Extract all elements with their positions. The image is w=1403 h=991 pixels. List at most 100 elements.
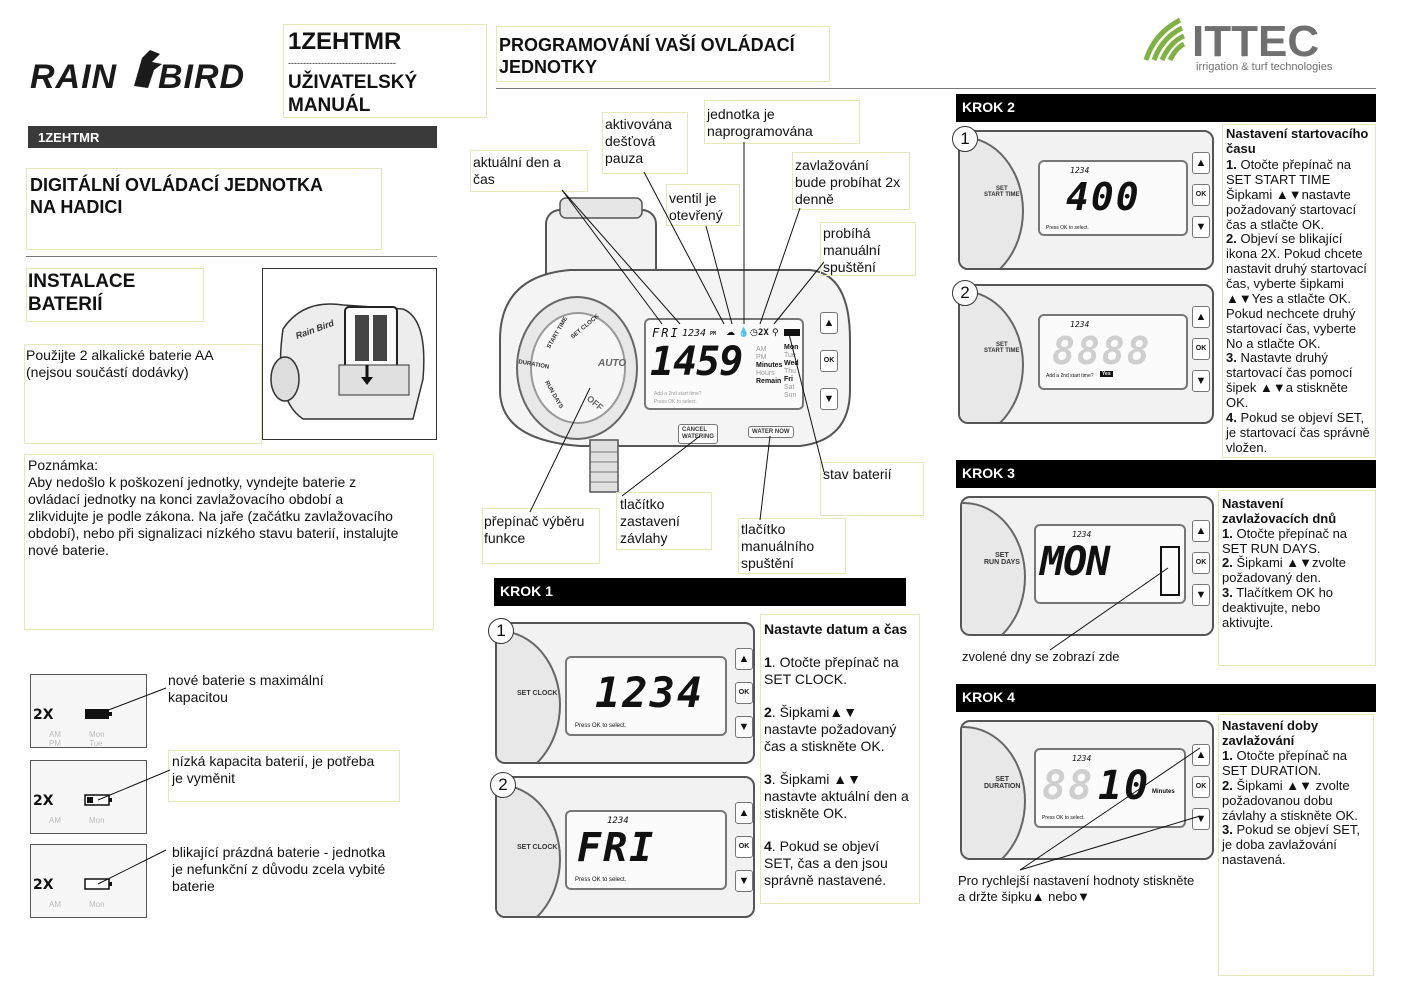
lcd-hint-2nd: Add a 2nd start time? <box>654 391 702 397</box>
krok2-s2-up[interactable]: ▲ <box>1192 306 1210 328</box>
krok1-s2-down[interactable]: ▼ <box>735 870 753 892</box>
krok2-s2-yes[interactable]: Yes <box>1100 371 1113 377</box>
krok1-s1-up[interactable]: ▲ <box>735 648 753 670</box>
krok3-step-1: 1. Otočte přepínač na SET RUN DAYS. <box>1222 526 1347 556</box>
krok3-caption: zvolené dny se zobrazí zde <box>962 649 1120 664</box>
krok2-step-1-text: Otočte přepínač na SET START TIME Šipkam… <box>1226 157 1357 232</box>
krok2-s1-up[interactable]: ▲ <box>1192 152 1210 174</box>
program-title-box <box>496 26 830 82</box>
battery-pointer-lines <box>97 687 171 885</box>
ok-button[interactable]: OK <box>820 350 838 372</box>
krok2-s1-clock: 1234 <box>1070 166 1090 175</box>
svg-text:RAIN: RAIN <box>30 58 118 96</box>
callout-valve-open: ventil je otevřený <box>669 190 723 223</box>
krok2-step-1-num: 1. <box>1226 157 1237 172</box>
krok2-step-4-num: 4. <box>1226 410 1237 425</box>
krok1-s1-down[interactable]: ▼ <box>735 716 753 738</box>
krok3-label: SET RUN DAYS <box>984 552 1020 566</box>
krok2-s1-ok[interactable]: OK <box>1192 184 1210 206</box>
lcd-rain-icon: ☁ <box>726 327 735 337</box>
krok3-up[interactable]: ▲ <box>1192 520 1210 542</box>
krok2-step-3: 3. Nastavte druhý startovací čas pomocí … <box>1226 350 1352 410</box>
krok1-s2-ok[interactable]: OK <box>735 836 753 858</box>
krok2-step-4-text: Pokud se objeví SET, je startovací čas s… <box>1226 410 1370 455</box>
krok1-step-4-text: . Pokud se objeví SET, čas a den jsou sp… <box>764 838 888 888</box>
lcd-day-mon: Mon <box>784 344 799 351</box>
krok1-step-2-badge: 2 <box>490 772 516 798</box>
model-box <box>283 24 487 118</box>
lcd-day-wed: Wed <box>784 360 799 367</box>
krok2-s2-down[interactable]: ▼ <box>1192 370 1210 392</box>
callout-twice: zavlažování bude probíhat 2x denně <box>795 157 901 207</box>
svg-text:2X: 2X <box>33 877 54 893</box>
krok1-heading: Nastavte datum a čas <box>764 621 908 637</box>
up-arrow-button[interactable]: ▲ <box>820 312 838 334</box>
lcd-valve-icon: 💧 <box>738 327 750 337</box>
krok1-s2-up[interactable]: ▲ <box>735 802 753 824</box>
manual-title: UŽIVATELSKÝ MANUÁL <box>288 72 418 116</box>
krok3-pointer <box>1049 567 1169 651</box>
krok4-step-2: 2. Šipkami ▲▼ zvolte požadovanou dobu zá… <box>1222 778 1358 823</box>
model-title: 1ZEHTMR <box>288 28 402 55</box>
krok3-text-box <box>1218 490 1376 666</box>
water-now-label: WATER NOW <box>752 429 790 435</box>
svg-text:AM: AM <box>49 730 61 739</box>
krok1-s1-ok[interactable]: OK <box>735 682 753 704</box>
krok2-s2-clock: 1234 <box>1070 320 1090 329</box>
lcd-battery-icon <box>784 329 800 336</box>
krok2-step-4: 4. Pokud se objeví SET, je startovací ča… <box>1226 410 1370 455</box>
krok2-s2-hint: Add a 2nd start time? <box>1046 373 1094 379</box>
svg-text:Mon: Mon <box>89 730 105 739</box>
krok1-step-3-text: . Šipkami ▲▼ nastavte aktuální den a sti… <box>764 771 909 821</box>
krok2-s1-hint: Press OK to select. <box>1046 225 1089 231</box>
krok1-s2-clock: 1234 <box>607 816 629 826</box>
krok4-up[interactable]: ▲ <box>1192 744 1210 766</box>
battery-lcd-full: 2X AM PM Mon Tue <box>30 674 147 748</box>
install-text: Použijte 2 alkalické baterie AA (nejsou … <box>26 347 214 380</box>
krok1-screen-1: SET CLOCK 1234 Press OK to select. ▲ OK … <box>495 622 755 764</box>
krok4-ok[interactable]: OK <box>1192 776 1210 798</box>
svg-text:AM: AM <box>49 816 61 825</box>
callout-selector: přepínač výběru funkce <box>484 513 585 546</box>
krok3-heading: Nastavení zavlažovacích dnů <box>1222 496 1337 526</box>
krok4-step-3: 3. Pokud se objeví SET, je doba zavlažov… <box>1222 822 1360 867</box>
krok1-s1-lcd: 1234 Press OK to select. <box>565 656 727 736</box>
krok3-down[interactable]: ▼ <box>1192 584 1210 606</box>
krok2-step-2: 2. Objeví se blikající ikona 2X. Pokud c… <box>1226 231 1367 351</box>
main-lcd: FRI 1234 PM ☁ 💧 ◷ 2X ⚲ 1459 AM PM Minute… <box>644 318 804 410</box>
lcd-pm-small: PM <box>710 331 717 337</box>
krok3-screen: SET RUN DAYS 1234 MON ▲ OK ▼ <box>960 496 1214 636</box>
krok2-step-3-text: Nastavte druhý startovací čas pomocí šip… <box>1226 350 1353 410</box>
krok2-s2-ghost-digits: 8888 <box>1052 329 1152 373</box>
note-box <box>24 454 434 630</box>
krok2-s2-ok[interactable]: OK <box>1192 338 1210 360</box>
krok2-s1-label: SET START TIME <box>984 186 1020 198</box>
krok1-s2-lcd: 1234 FRI Press OK to select. <box>565 810 727 890</box>
krok4-down[interactable]: ▼ <box>1192 808 1210 830</box>
krok1-step-1: 1. Otočte přepínač na SET CLOCK. <box>764 654 899 688</box>
svg-text:Mon: Mon <box>89 900 105 909</box>
krok2-step-2-text: Objeví se blikající ikona 2X. Pokud chce… <box>1226 231 1367 351</box>
krok3-ok[interactable]: OK <box>1192 552 1210 574</box>
krok1-step-4-num: 4 <box>764 838 772 854</box>
program-title: PROGRAMOVÁNÍ VAŠÍ OVLÁDACÍ JEDNOTKY <box>499 35 795 77</box>
krok1-s1-label: SET CLOCK <box>517 690 558 697</box>
water-now-button[interactable]: WATER NOW <box>748 426 794 438</box>
svg-text:Mon: Mon <box>89 816 105 825</box>
callout-battery-state: stav baterií <box>823 466 892 482</box>
callout-programmed: jednotka je naprogramována <box>707 106 813 139</box>
svg-text:AM: AM <box>49 900 61 909</box>
callout-box-valve <box>666 184 740 226</box>
krok3-header: KROK 3 <box>956 460 1376 488</box>
lcd-main-digits: 1459 <box>650 339 743 385</box>
note-text: Poznámka: Aby nedošlo k poškození jednot… <box>28 457 399 558</box>
down-arrow-button[interactable]: ▼ <box>820 388 838 410</box>
krok3-step-3-text: Tlačítkem OK ho deaktivujte, nebo aktivu… <box>1222 585 1334 630</box>
callout-stop-button: tlačítko zastavení závlahy <box>620 496 680 546</box>
krok1-s1-hint: Press OK to select. <box>575 723 627 729</box>
svg-text:BIRD: BIRD <box>158 58 245 96</box>
krok2-s1-down[interactable]: ▼ <box>1192 216 1210 238</box>
lcd-hint-ok: Press OK to select. <box>654 399 697 405</box>
krok2-step-3-num: 3. <box>1226 350 1237 365</box>
krok1-step-2-num: 2 <box>764 704 772 720</box>
